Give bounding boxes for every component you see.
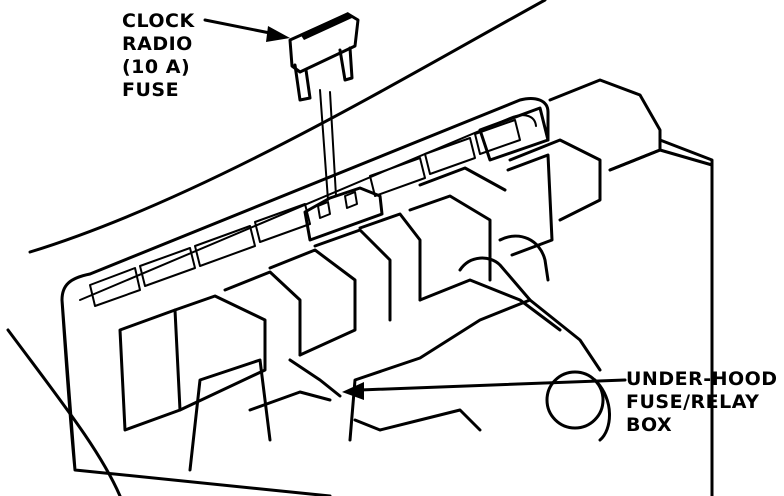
fuse-label-line-1: CLOCK <box>122 10 195 32</box>
box-label: UNDER-HOOD FUSE/RELAY BOX <box>626 368 778 437</box>
relay-blocks <box>118 78 714 432</box>
clock-radio-fuse-slot <box>303 186 384 242</box>
blade-fuse <box>288 12 360 102</box>
front-section <box>188 234 602 472</box>
box-outline <box>60 97 550 496</box>
box-label-line-1: UNDER-HOOD <box>626 368 778 390</box>
fuse-label-arrow <box>203 18 290 42</box>
fuse-label-line-2: RADIO <box>122 33 193 55</box>
fuse-label: CLOCK RADIO (10 A) FUSE <box>122 10 195 102</box>
fuse-leader-line-2 <box>329 91 337 197</box>
box-cap-edge <box>593 378 611 442</box>
box-label-line-2: FUSE/RELAY <box>626 391 760 413</box>
box-cap-circle <box>545 370 605 430</box>
fuse-label-line-4: FUSE <box>122 79 180 101</box>
hood-edge-line <box>28 0 547 254</box>
fuse-leader-line <box>319 89 329 201</box>
rear-fuse-row <box>89 119 521 307</box>
box-label-arrow <box>342 378 627 400</box>
right-body-line <box>658 138 714 496</box>
box-label-line-3: BOX <box>626 414 673 436</box>
fender-line <box>6 328 122 496</box>
fuse-label-line-3: (10 A) <box>122 56 191 78</box>
